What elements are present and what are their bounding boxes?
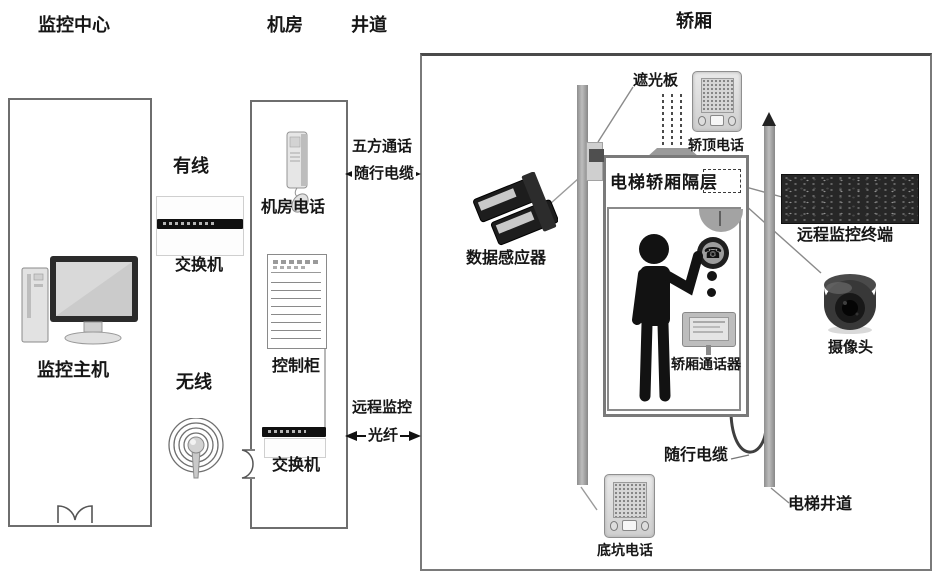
wired-link-label: 有线 [173, 156, 209, 176]
dome-camera-icon [820, 272, 880, 336]
car-intercom-label: 轿厢通话器 [671, 356, 741, 372]
light-plate-clamp-icon [589, 149, 604, 162]
zone-title-shaft: 井道 [351, 15, 387, 35]
right-guide-rail [764, 126, 775, 487]
light-plate-label: 遮光板 [633, 72, 679, 89]
wired-switch-label: 交换机 [175, 257, 224, 274]
five-party-call-label: 五方通话 [352, 138, 413, 155]
data-sensor-label: 数据感应器 [466, 250, 547, 267]
data-sensor-icon [468, 171, 559, 256]
rack-switch-icon [156, 196, 244, 256]
remote-terminal-label: 远程监控终端 [797, 227, 894, 244]
panel-button-dot [707, 271, 717, 281]
car-top-phone-label: 轿顶电话 [688, 137, 744, 153]
speaker-phone-icon [692, 71, 742, 132]
ceiling-dome-stem [719, 211, 721, 226]
left-guide-rail [577, 85, 588, 485]
pcb-board-icon [781, 174, 919, 224]
trailing-cable-link-label: 随行电缆 [352, 165, 417, 183]
control-cabinet-icon [267, 254, 327, 349]
control-cabinet-label: 控制柜 [272, 358, 321, 375]
wall-phone-icon [284, 131, 314, 215]
desktop-computer-icon [20, 254, 140, 346]
machine-room-phone-label: 机房电话 [261, 199, 326, 216]
machine-room-switch-label: 交换机 [272, 457, 321, 474]
wireless-antenna-icon [165, 417, 227, 482]
zone-title-monitoring-center: 监控中心 [38, 15, 110, 35]
phone-glyph-icon: ☎ [702, 242, 724, 264]
rack-switch-icon [262, 427, 326, 458]
emergency-call-button-icon: ☎ [697, 237, 729, 269]
camera-label: 摄像头 [828, 339, 874, 356]
trailing-cable-label: 随行电缆 [664, 447, 729, 464]
fiber-label: 光纤 [366, 427, 401, 445]
remote-monitoring-label: 远程监控 [352, 399, 413, 416]
intercom-icon [682, 312, 736, 355]
door-icon [240, 449, 256, 479]
panel-button-dot [707, 288, 716, 297]
door-icon [56, 504, 94, 523]
speaker-phone-icon [604, 474, 655, 538]
monitoring-host-label: 监控主机 [37, 360, 109, 380]
zone-title-car: 轿厢 [676, 11, 712, 31]
shaft-rail-label: 电梯井道 [788, 496, 853, 513]
ceiling-dome-icon [699, 209, 743, 232]
car-interlayer-label: 电梯轿厢隔层 [610, 173, 718, 192]
wireless-link-label: 无线 [176, 372, 212, 392]
zone-title-machine-room: 机房 [267, 15, 303, 35]
junction-box-dashed [703, 169, 741, 193]
pit-phone-label: 底坑电话 [597, 542, 653, 558]
person-icon [612, 232, 707, 404]
